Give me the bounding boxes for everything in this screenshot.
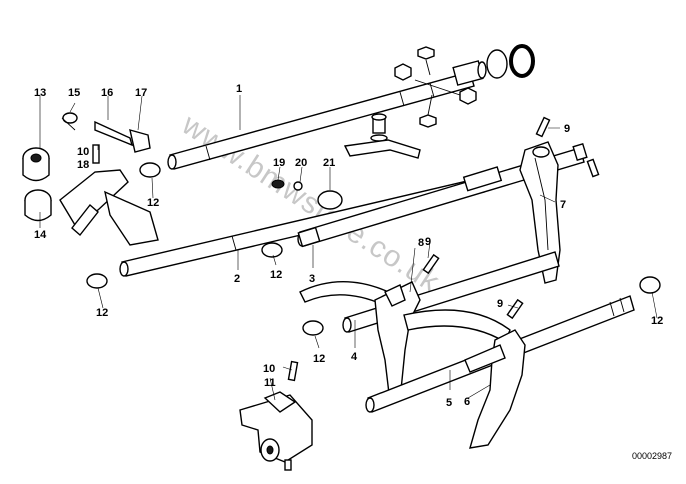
label-10b: 10 — [263, 363, 275, 375]
label-17: 17 — [135, 87, 147, 99]
label-3: 3 — [309, 273, 315, 285]
selector-assembly-left — [22, 112, 159, 246]
part-3-shift-rod — [297, 142, 588, 248]
part-6-shift-fork — [464, 329, 526, 449]
label-4: 4 — [351, 351, 358, 363]
label-7: 7 — [560, 199, 566, 211]
part-7-shift-fork — [519, 141, 561, 284]
label-5: 5 — [446, 397, 452, 409]
part-8-shift-fork — [374, 281, 511, 403]
label-2: 2 — [234, 273, 240, 285]
label-12a: 12 — [147, 197, 159, 209]
part-1-nuts — [394, 46, 477, 128]
selector-bracket — [239, 391, 313, 471]
label-18: 18 — [77, 159, 89, 171]
label-10a: 10 — [77, 146, 89, 158]
bushing-parts — [86, 162, 661, 336]
label-9c: 9 — [497, 298, 503, 310]
label-12c: 12 — [96, 307, 108, 319]
label-13: 13 — [34, 87, 46, 99]
circlip-rings — [486, 44, 535, 79]
label-15: 15 — [68, 87, 80, 99]
label-19: 19 — [273, 157, 285, 169]
leader-lines — [39, 95, 658, 401]
label-16: 16 — [101, 87, 113, 99]
small-pins — [271, 116, 600, 382]
label-12e: 12 — [651, 315, 663, 327]
part-1-shift-rod — [167, 60, 487, 170]
label-6: 6 — [464, 396, 470, 408]
label-9b: 9 — [425, 236, 431, 248]
label-20: 20 — [295, 157, 307, 169]
part-labels: 1 2 3 4 5 6 7 8 9 9 9 10 10 11 12 12 12 … — [34, 83, 663, 409]
label-14: 14 — [34, 229, 47, 241]
label-12d: 12 — [313, 353, 325, 365]
label-12b: 12 — [270, 269, 282, 281]
label-11: 11 — [264, 377, 276, 389]
label-8: 8 — [418, 237, 424, 249]
reference-number: 00002987 — [632, 451, 672, 461]
label-21: 21 — [323, 157, 335, 169]
label-1: 1 — [236, 83, 242, 95]
shift-bracket — [343, 113, 421, 159]
label-9a: 9 — [564, 123, 570, 135]
